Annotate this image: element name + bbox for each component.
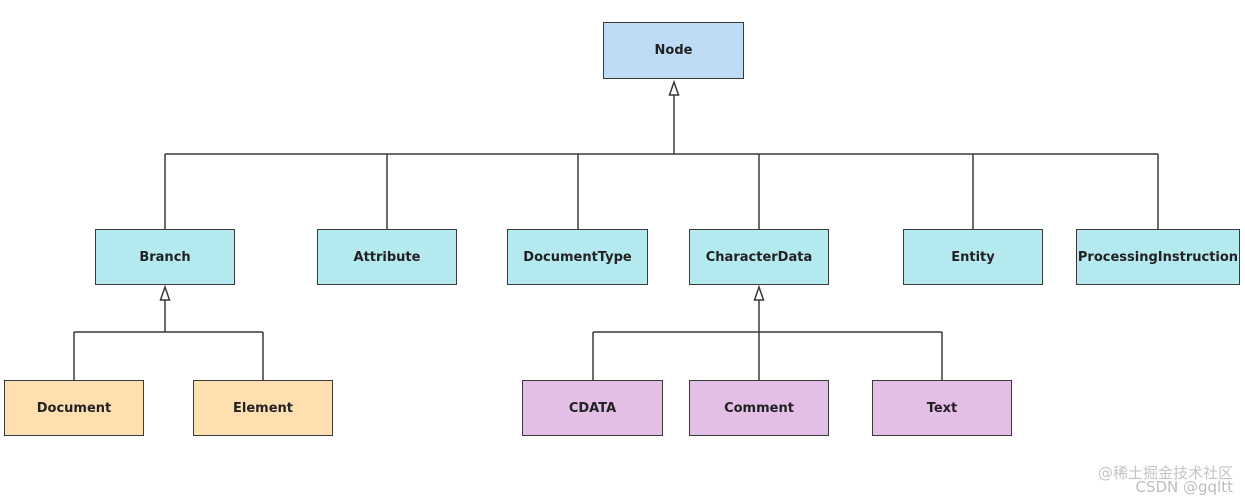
node-text: Text [872, 380, 1012, 436]
node-branch: Branch [95, 229, 235, 285]
node-comment-label: Comment [724, 400, 794, 416]
node-text-label: Text [926, 400, 958, 416]
node-attribute: Attribute [317, 229, 457, 285]
node-comment: Comment [689, 380, 829, 436]
node-document-label: Document [36, 400, 112, 416]
node-cdata-label: CDATA [568, 400, 617, 416]
node-attribute-label: Attribute [353, 249, 421, 265]
node-node-label: Node [654, 43, 693, 58]
node-documenttype: DocumentType [507, 229, 648, 285]
node-characterdata-label: CharacterData [705, 249, 813, 265]
node-documenttype-label: DocumentType [523, 249, 632, 265]
node-element-label: Element [233, 400, 293, 416]
node-processinginstruction-label: ProcessingInstruction [1077, 249, 1239, 265]
node-branch-label: Branch [139, 249, 191, 265]
watermark-juejin: @稀土掘金技术社区 [1097, 464, 1233, 482]
node-cdata: CDATA [522, 380, 663, 436]
node-characterdata: CharacterData [689, 229, 829, 285]
node-inheritance-arrow [668, 79, 680, 96]
node-entity-label: Entity [951, 249, 995, 265]
watermark-csdn: CSDN @gqltt [1135, 478, 1233, 496]
branch-inheritance-arrow [159, 284, 171, 301]
node-document: Document [4, 380, 144, 436]
node-element: Element [193, 380, 333, 436]
characterdata-inheritance-arrow [753, 284, 765, 301]
node-node: Node [603, 22, 744, 79]
node-entity: Entity [903, 229, 1043, 285]
node-processinginstruction: ProcessingInstruction [1076, 229, 1240, 285]
